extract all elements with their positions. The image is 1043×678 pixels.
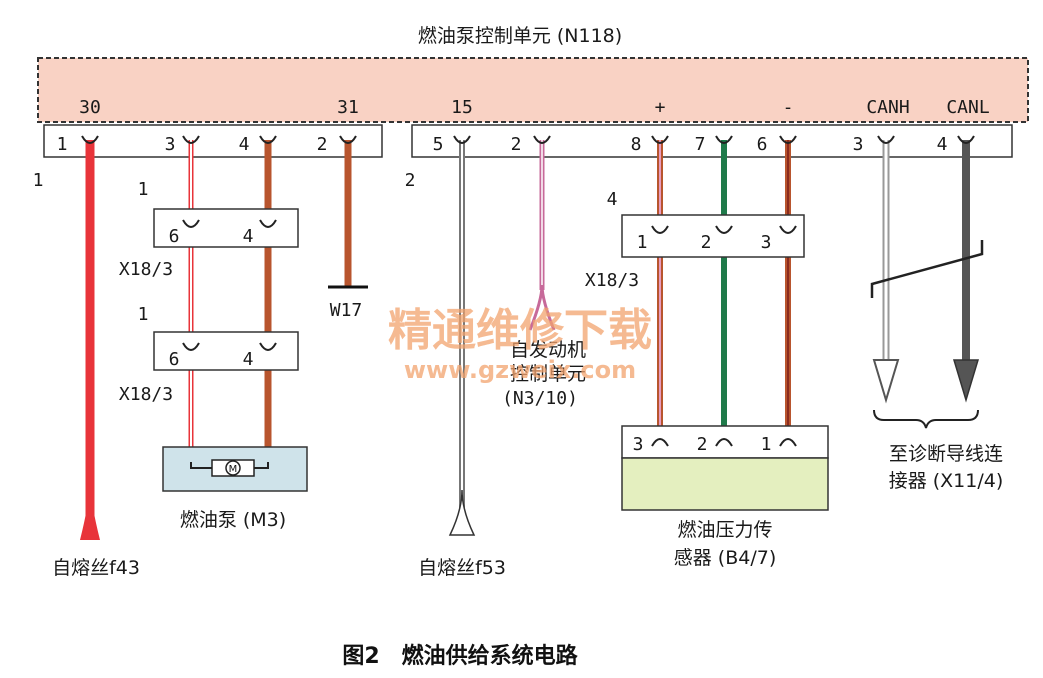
pin-label: 6 <box>757 134 768 155</box>
pin-label: 7 <box>695 134 706 155</box>
pin-label: 1 <box>637 232 648 253</box>
pin-hooks <box>81 135 975 447</box>
terminal-15: 15 <box>451 97 473 118</box>
terminal-30: 30 <box>79 97 101 118</box>
sensor-label-2: 感器 (B4/7) <box>674 547 776 569</box>
connector-a-name: X18/3 <box>119 259 173 280</box>
pin-label: 4 <box>243 349 254 370</box>
ecu-connector-1 <box>43 124 383 158</box>
arrow-canh <box>872 359 900 404</box>
connector-x18-b <box>153 331 299 371</box>
pin-label: 2 <box>697 434 708 455</box>
pin-label: 6 <box>169 226 180 247</box>
connector-c-id: 4 <box>607 189 618 210</box>
pin-label: 8 <box>631 134 642 155</box>
terminal-31: 31 <box>337 97 359 118</box>
pin-label: 4 <box>937 134 948 155</box>
pin-label: 3 <box>853 134 864 155</box>
connector-id-2: 2 <box>405 170 416 191</box>
pin-label: 6 <box>169 349 180 370</box>
arrow-ecu <box>528 284 556 331</box>
watermark-url: www.gzweix.com <box>404 356 636 384</box>
pin-label: 1 <box>57 134 68 155</box>
pressure-sensor-box <box>621 457 829 511</box>
terminal-canh: CANH <box>866 97 909 118</box>
ecu-connector-2 <box>411 124 1013 158</box>
terminal-minus: - <box>783 97 794 118</box>
diag-label-1: 至诊断导线连 <box>889 443 1003 465</box>
watermark-text: 精通维修下载 <box>388 305 652 356</box>
connector-x18-c <box>621 214 805 258</box>
pin-label: 4 <box>243 226 254 247</box>
motor-icon <box>225 460 241 476</box>
motor-letter: M <box>229 464 238 475</box>
twisted-pair-symbol <box>870 240 984 298</box>
pin-label: 4 <box>239 134 250 155</box>
terminal-plus: + <box>655 97 666 118</box>
connector-b-id: 1 <box>138 304 149 325</box>
engine-ecu-label-1: 自发动机 <box>510 339 586 361</box>
pin-label: 3 <box>165 134 176 155</box>
engine-ecu-label-2: 控制单元 <box>510 363 586 385</box>
connector-a-id: 1 <box>138 179 149 200</box>
diag-label-2: 接器 (X11/4) <box>889 470 1004 492</box>
fuel-pump-label: 燃油泵 (M3) <box>180 509 286 531</box>
engine-ecu-label-3: (N3/10) <box>502 388 578 409</box>
connector-x18-a <box>153 208 299 248</box>
pin-label: 5 <box>433 134 444 155</box>
fuse-f53-label: 自熔丝f53 <box>418 557 506 579</box>
terminal-canl: CANL <box>946 97 990 118</box>
ecu-title: 燃油泵控制单元 (N118) <box>418 25 622 47</box>
arrow-canl <box>952 359 980 403</box>
connector-id-1: 1 <box>33 170 44 191</box>
ecu-box <box>37 57 1029 123</box>
figure-title: 图2 燃油供给系统电路 <box>342 643 578 669</box>
sensor-label-1: 燃油压力传 <box>677 519 772 541</box>
pin-label: 2 <box>701 232 712 253</box>
fuse-f43-label: 自熔丝f43 <box>52 557 140 579</box>
pin-label: 3 <box>761 232 772 253</box>
ground-label: W17 <box>330 300 363 321</box>
pin-label: 3 <box>633 434 644 455</box>
pin-label: 1 <box>761 434 772 455</box>
connector-c-name: X18/3 <box>585 270 639 291</box>
pin-label: 2 <box>511 134 522 155</box>
brace <box>873 409 979 429</box>
connector-b-name: X18/3 <box>119 384 173 405</box>
arrow-f43 <box>80 480 100 540</box>
pin-label: 2 <box>317 134 328 155</box>
arrow-f53 <box>448 489 476 536</box>
sensor-connector <box>621 425 829 459</box>
